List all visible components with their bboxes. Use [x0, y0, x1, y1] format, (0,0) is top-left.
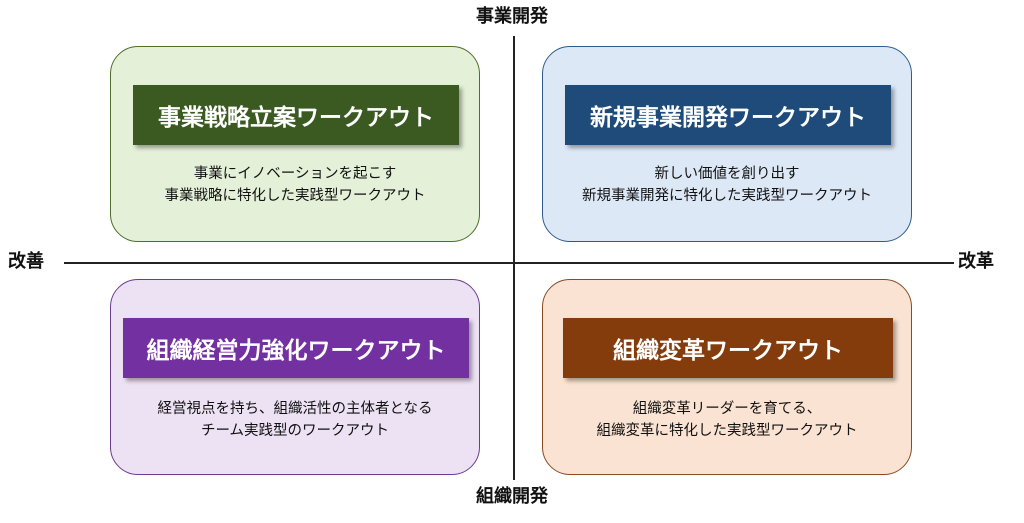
- quadrant-title-bottom-left: 組織経営力強化ワークアウト: [123, 318, 469, 378]
- axis-label-right: 改革: [958, 251, 994, 272]
- vertical-axis-line: [513, 36, 515, 480]
- desc-line-2: 組織変革に特化した実践型ワークアウト: [596, 423, 858, 439]
- quadrant-desc-bottom-left: 経営視点を持ち、組織活性の主体者となる チーム実践型のワークアウト: [110, 398, 480, 442]
- quadrant-title-bottom-right: 組織変革ワークアウト: [563, 318, 893, 378]
- desc-line-1: 事業にイノベーションを起こす: [193, 166, 397, 182]
- quadrant-desc-top-left: 事業にイノベーションを起こす 事業戦略に特化した実践型ワークアウト: [110, 163, 480, 207]
- horizontal-axis-line: [64, 262, 954, 264]
- quadrant-desc-bottom-right: 組織変革リーダーを育てる、 組織変革に特化した実践型ワークアウト: [542, 398, 912, 442]
- quadrant-desc-top-right: 新しい価値を創り出す 新規事業開発に特化した実践型ワークアウト: [542, 163, 912, 207]
- axis-label-left: 改善: [8, 251, 44, 272]
- axis-label-top: 事業開発: [476, 6, 548, 27]
- axis-label-bottom: 組織開発: [476, 486, 548, 507]
- desc-line-2: 事業戦略に特化した実践型ワークアウト: [164, 188, 426, 204]
- desc-line-2: 新規事業開発に特化した実践型ワークアウト: [582, 188, 872, 204]
- desc-line-1: 新しい価値を創り出す: [654, 166, 800, 182]
- desc-line-1: 経営視点を持ち、組織活性の主体者となる: [157, 401, 433, 417]
- desc-line-1: 組織変革リーダーを育てる、: [632, 401, 822, 417]
- desc-line-2: チーム実践型のワークアウト: [200, 423, 390, 439]
- quadrant-title-top-left: 事業戦略立案ワークアウト: [133, 85, 459, 145]
- quadrant-title-top-right: 新規事業開発ワークアウト: [565, 85, 891, 145]
